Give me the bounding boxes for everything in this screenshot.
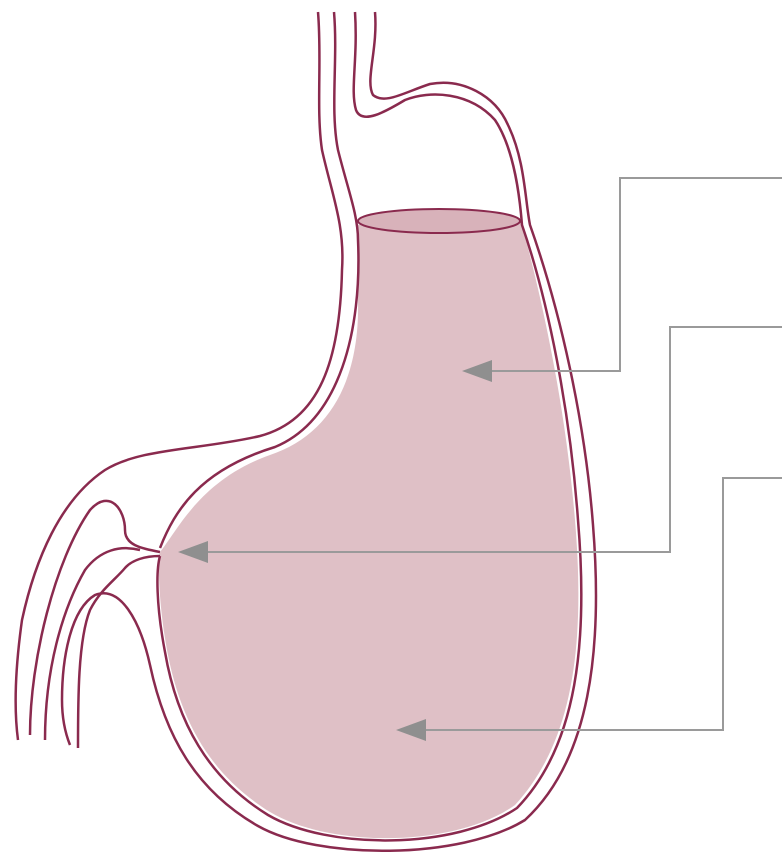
stomach-contents [159,215,578,838]
contents-surface [358,209,520,233]
duodenum-inner-line [45,548,140,740]
